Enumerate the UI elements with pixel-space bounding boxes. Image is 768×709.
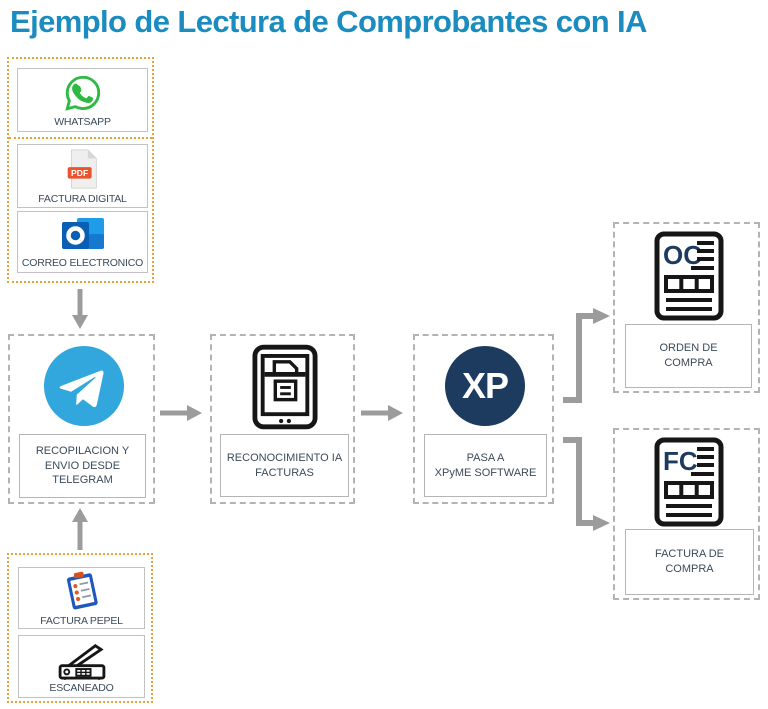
xp-logo: XP	[445, 346, 525, 426]
recognition-node: RECONOCIMIENTO IA FACTURAS	[210, 334, 355, 504]
whatsapp-source-card: WHATSAPP	[17, 68, 148, 132]
page-title: Ejemplo de Lectura de Comprobantes con I…	[10, 4, 647, 39]
orden-compra-node: OC ORDEN DE COMPRA	[613, 222, 760, 393]
svg-text:FC: FC	[663, 446, 698, 476]
xpyme-node: XP PASA A XPyME SOFTWARE	[413, 334, 554, 504]
document-oc-icon: OC	[654, 231, 724, 321]
pdf-icon: PDF	[67, 149, 97, 189]
factura-compra-label: FACTURA DE COMPRA	[625, 529, 754, 595]
svg-text:OC: OC	[663, 240, 702, 270]
escaneado-label: ESCANEADO	[49, 681, 114, 694]
clipboard-icon	[66, 571, 98, 610]
factura-papel-label: FACTURA PEPEL	[40, 615, 123, 627]
telegram-node-label: RECOPILACION Y ENVIO DESDE TELEGRAM	[19, 434, 146, 498]
paper-sources-group: FACTURA PEPEL ESCANEADO	[7, 553, 153, 703]
tablet-scan-icon	[252, 344, 318, 430]
whatsapp-icon	[64, 75, 100, 111]
scanner-icon	[58, 643, 105, 680]
arrow-down-sources-to-telegram	[72, 289, 88, 329]
factura-digital-label: FACTURA DIGITAL	[38, 193, 127, 205]
factura-compra-node: FC FACTURA DE COMPRA	[613, 428, 760, 600]
telegram-icon	[44, 346, 124, 426]
xpyme-node-label: PASA A XPyME SOFTWARE	[424, 434, 547, 497]
svg-text:PDF: PDF	[71, 168, 88, 178]
group-divider	[9, 137, 152, 139]
correo-electronico-card: CORREO ELECTRONICO	[17, 211, 148, 273]
factura-papel-card: FACTURA PEPEL	[18, 567, 145, 629]
escaneado-card: ESCANEADO	[18, 635, 145, 698]
digital-sources-group: WHATSAPP PDF FACTURA DIGITAL CORREO ELEC…	[7, 57, 154, 283]
arrow-up-paper-to-telegram	[72, 508, 88, 550]
outlook-icon	[61, 218, 104, 249]
recognition-node-label: RECONOCIMIENTO IA FACTURAS	[220, 434, 349, 497]
arrow-recognition-to-xpyme	[361, 405, 403, 421]
document-fc-icon: FC	[654, 437, 724, 527]
factura-digital-card: PDF FACTURA DIGITAL	[17, 144, 148, 208]
arrow-telegram-to-recognition	[160, 405, 202, 421]
arrows-xpyme-to-documents	[563, 308, 610, 531]
whatsapp-label: WHATSAPP	[54, 116, 111, 128]
telegram-node: RECOPILACION Y ENVIO DESDE TELEGRAM	[8, 334, 155, 504]
orden-compra-label: ORDEN DE COMPRA	[625, 324, 752, 388]
correo-electronico-label: CORREO ELECTRONICO	[21, 257, 144, 269]
